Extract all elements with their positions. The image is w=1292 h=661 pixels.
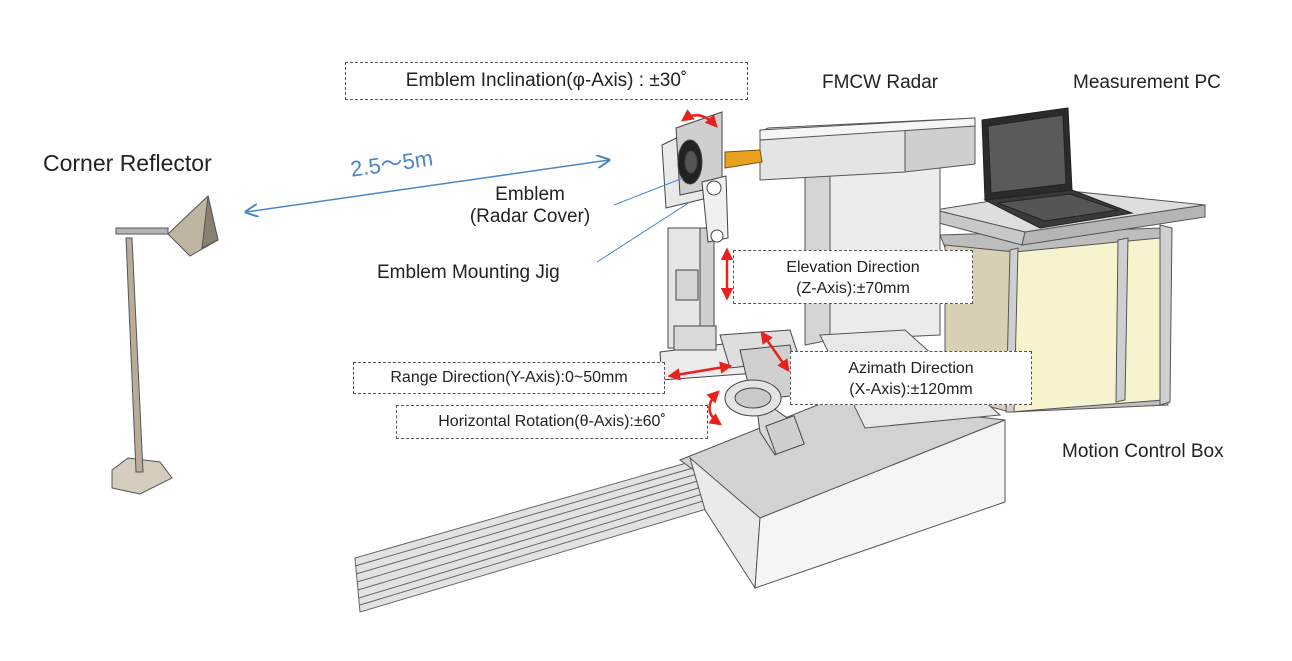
y-axis-arrow [667, 361, 733, 381]
phi-rotation-arrow [680, 109, 718, 128]
azimuth-axis-box: Azimath Direction (X-Axis):±120mm [790, 351, 1032, 405]
elevation-axis-box: Elevation Direction (Z-Axis):±70mm [733, 250, 973, 304]
x-axis-arrow [760, 330, 790, 373]
azimuth-axis-line2: (X-Axis):±120mm [849, 381, 973, 398]
rotation-axis-box: Horizontal Rotation(θ-Axis):±60˚ [396, 405, 708, 439]
elevation-axis-line1: Elevation Direction [786, 259, 920, 276]
azimuth-axis-line1: Azimath Direction [848, 360, 974, 377]
motion-control-box-label: Motion Control Box [1062, 441, 1224, 462]
radar-horn-antenna [724, 149, 763, 169]
motion-arrows [667, 109, 790, 426]
emblem-mount [661, 111, 729, 243]
elevation-axis-line2: (Z-Axis):±70mm [796, 280, 910, 297]
theta-rotation-arrow [706, 390, 723, 426]
emblem-label: Emblem (Radar Cover) [455, 184, 605, 228]
corner-reflector-stand [111, 195, 219, 495]
mounting-jig-label: Emblem Mounting Jig [377, 262, 560, 283]
jig-leader-line [596, 201, 691, 263]
range-axis-box: Range Direction(Y-Axis):0~50mm [353, 362, 665, 394]
measurement-pc-label: Measurement PC [1073, 72, 1221, 93]
rail-track [354, 461, 721, 613]
distance-arrow [246, 160, 609, 212]
emblem-label-line2: (Radar Cover) [469, 206, 591, 227]
emblem-leader-line [613, 177, 684, 206]
radar-column [759, 117, 976, 346]
laptop [981, 107, 1134, 229]
emblem-label-line1: Emblem [495, 184, 565, 205]
corner-reflector-label: Corner Reflector [43, 150, 212, 176]
fmcw-radar-label: FMCW Radar [822, 72, 939, 93]
inclination-axis-box: Emblem Inclination(φ-Axis) : ±30˚ [345, 62, 748, 100]
